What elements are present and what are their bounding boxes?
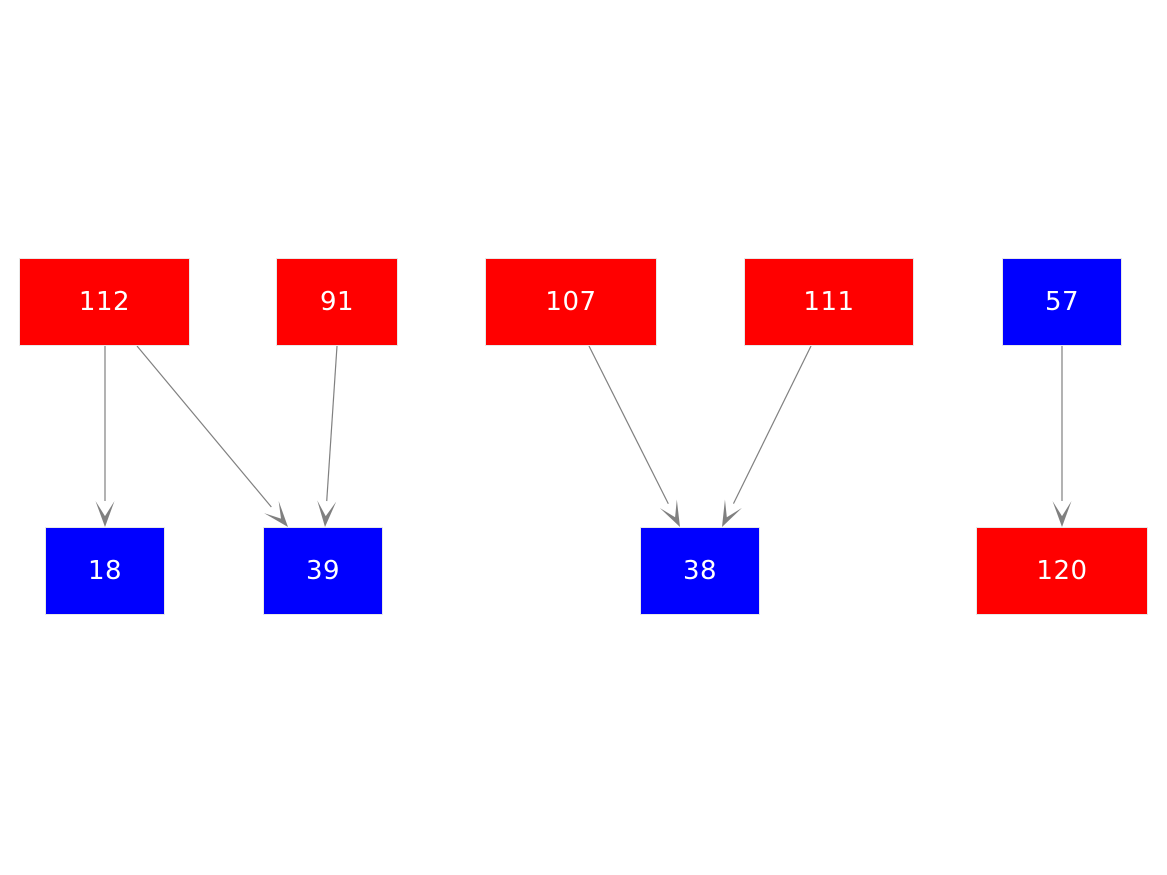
graph-node-label: 111 [803, 287, 855, 317]
graph-node-112[interactable]: 112 [19, 258, 190, 346]
graph-node-label: 18 [87, 556, 123, 586]
graph-node-111[interactable]: 111 [744, 258, 914, 346]
edges-group [95, 345, 1072, 527]
graph-node-57[interactable]: 57 [1002, 258, 1122, 346]
graph-edge-107-to-38 [588, 345, 669, 505]
graph-node-label: 120 [1036, 556, 1088, 586]
graph-node-91[interactable]: 91 [276, 258, 398, 346]
graph-node-120[interactable]: 120 [976, 527, 1148, 615]
graph-node-39[interactable]: 39 [263, 527, 383, 615]
graph-node-label: 57 [1044, 287, 1080, 317]
graph-edge-111-to-38 [732, 345, 812, 504]
graph-edge-arrowhead-57-to-120 [1052, 501, 1072, 527]
graph-edge-91-to-39 [326, 345, 338, 502]
graph-edge-arrowhead-111-to-38 [722, 499, 742, 527]
graph-edge-arrowhead-112-to-18 [95, 501, 115, 527]
graph-node-18[interactable]: 18 [45, 527, 165, 615]
graph-edge-arrowhead-107-to-38 [659, 499, 680, 527]
graph-node-label: 91 [319, 287, 355, 317]
graph-node-label: 39 [305, 556, 341, 586]
graph-edge-arrowhead-112-to-39 [264, 500, 288, 527]
graph-node-label: 112 [78, 287, 131, 317]
graph-node-label: 38 [682, 556, 718, 586]
graph-node-label: 107 [545, 287, 597, 317]
graph-node-38[interactable]: 38 [640, 527, 760, 615]
graph-node-107[interactable]: 107 [485, 258, 657, 346]
graph-edge-112-to-39 [136, 345, 272, 508]
graph-edge-arrowhead-91-to-39 [317, 500, 337, 527]
